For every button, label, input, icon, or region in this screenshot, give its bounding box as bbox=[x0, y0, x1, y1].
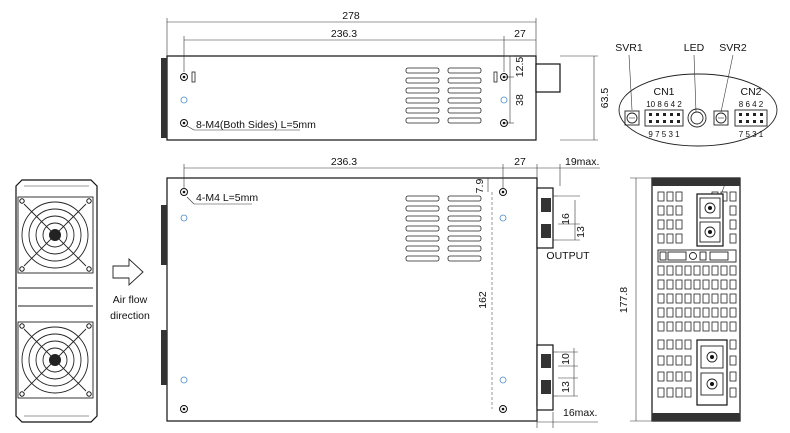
cn2-bottom-pins: 7 5 3 1 bbox=[739, 130, 764, 139]
side-dim-terminal-b: 13 bbox=[575, 226, 587, 238]
airflow-indicator: Air flow direction bbox=[110, 257, 150, 322]
top-dim-hole-span: 236.3 bbox=[331, 28, 357, 40]
side-dim-top-offset: 7.9 bbox=[474, 179, 486, 194]
top-dim-total-length: 278 bbox=[342, 10, 360, 22]
svr1-potentiometer-icon bbox=[624, 110, 640, 126]
output-label: OUTPUT bbox=[546, 250, 590, 262]
cn1-label: CN1 bbox=[653, 86, 674, 98]
output-terminal-upper bbox=[536, 187, 558, 249]
end-output-terminal-lower bbox=[696, 339, 728, 406]
side-dim-hole-vertical: 162 bbox=[477, 291, 489, 309]
svr2-potentiometer-icon bbox=[713, 110, 729, 126]
svr1-label: SVR1 bbox=[615, 42, 643, 54]
cn2-label: CN2 bbox=[740, 86, 761, 98]
side-dim-terminal-protrusion: 19max. bbox=[565, 156, 599, 168]
side-dim-lower-a: 10 bbox=[560, 353, 572, 365]
top-dim-hole-pitch: 38 bbox=[514, 94, 526, 106]
side-dim-terminal-a: 16 bbox=[560, 213, 572, 225]
side-dim-lower-b: 13 bbox=[560, 381, 572, 393]
svr2-label: SVR2 bbox=[719, 42, 747, 54]
fan-end-view bbox=[15, 179, 98, 423]
side-mount-holes bbox=[180, 188, 507, 413]
end-vent-grid bbox=[657, 191, 737, 398]
led-indicator-icon bbox=[687, 108, 707, 128]
fan-grille-lower bbox=[17, 321, 94, 399]
end-control-strip bbox=[657, 249, 737, 263]
top-vent-grid bbox=[405, 67, 482, 124]
end-dim-height: 177.8 bbox=[618, 287, 630, 313]
output-terminal-lower bbox=[536, 344, 558, 411]
top-dim-hole-to-end: 27 bbox=[514, 28, 526, 40]
cn2-connector-icon bbox=[734, 109, 768, 127]
side-screw-note: 4-M4 L=5mm bbox=[196, 192, 258, 204]
top-screw-note: 8-M4(Both Sides) L=5mm bbox=[196, 119, 316, 131]
side-dim-hole-to-end: 27 bbox=[514, 156, 526, 168]
airflow-arrow-icon bbox=[112, 257, 144, 287]
airflow-label-line1: Air flow bbox=[113, 294, 148, 306]
top-dim-hole-offset: 12.5 bbox=[514, 57, 526, 78]
side-vent-grid bbox=[405, 195, 482, 262]
cn1-bottom-pins: 9 7 5 3 1 bbox=[648, 130, 680, 139]
side-view: 236.3 27 19max. 7.9 16 13 OUTPUT 162 10 … bbox=[161, 156, 600, 428]
top-view: 278 236.3 27 12.5 38 63.5 8-M4(Both Side… bbox=[161, 10, 611, 141]
fan-grille-upper bbox=[17, 196, 94, 274]
airflow-label-line2: direction bbox=[110, 310, 150, 322]
control-panel-detail: SVR1 LED SVR2 CN1 10 8 6 4 2 9 7 5 3 1 C… bbox=[615, 42, 778, 147]
top-dim-height: 63.5 bbox=[599, 88, 611, 109]
output-end-view: 177.8 bbox=[618, 177, 741, 422]
cn1-connector-icon bbox=[644, 109, 684, 127]
cn1-top-pins: 10 8 6 4 2 bbox=[646, 100, 682, 109]
end-output-terminal-upper bbox=[696, 193, 724, 247]
cn2-top-pins: 8 6 4 2 bbox=[739, 100, 764, 109]
led-label: LED bbox=[684, 42, 705, 54]
side-dim-hole-span: 236.3 bbox=[331, 156, 357, 168]
side-dim-lower-protrusion: 16max. bbox=[563, 407, 597, 419]
